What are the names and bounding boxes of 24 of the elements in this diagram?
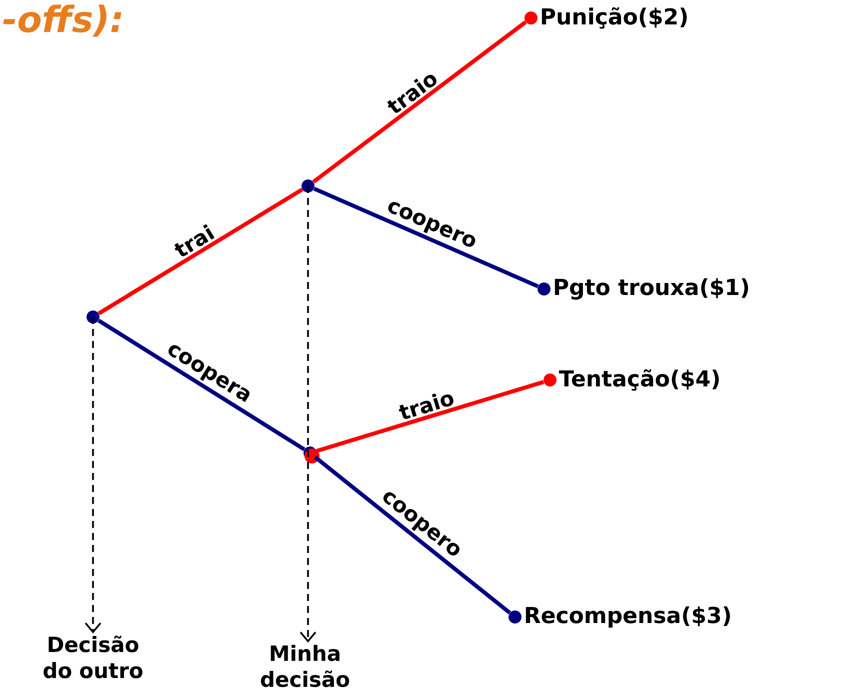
edge-label: traio xyxy=(396,388,457,422)
decision-dot xyxy=(508,610,522,624)
heading: -offs): xyxy=(3,4,122,37)
branch-line xyxy=(313,186,539,288)
dashed-arrow xyxy=(300,186,316,643)
axis-caption: Decisão do outro xyxy=(44,636,142,678)
decision-dot xyxy=(304,446,320,464)
decision-dot xyxy=(544,373,556,386)
branch-line xyxy=(316,380,544,453)
branch-line xyxy=(98,318,306,452)
decision-dot xyxy=(538,282,550,296)
decision-dot xyxy=(86,310,100,324)
edge-label: trai xyxy=(170,222,218,260)
branch-line xyxy=(312,20,527,184)
decision-dot xyxy=(524,12,538,24)
branch-line xyxy=(314,456,512,614)
payoff-label: Recompensa($3) xyxy=(526,606,730,628)
payoff-label: Pgto trouxa($1) xyxy=(554,278,748,300)
branch-line xyxy=(98,188,304,316)
payoff-label: Punição($2) xyxy=(542,7,687,29)
payoff-label: Tentação($4) xyxy=(559,369,719,391)
decision-dot xyxy=(302,180,314,192)
dashed-arrow xyxy=(84,316,102,634)
axis-caption: Minha decisão xyxy=(260,644,350,688)
